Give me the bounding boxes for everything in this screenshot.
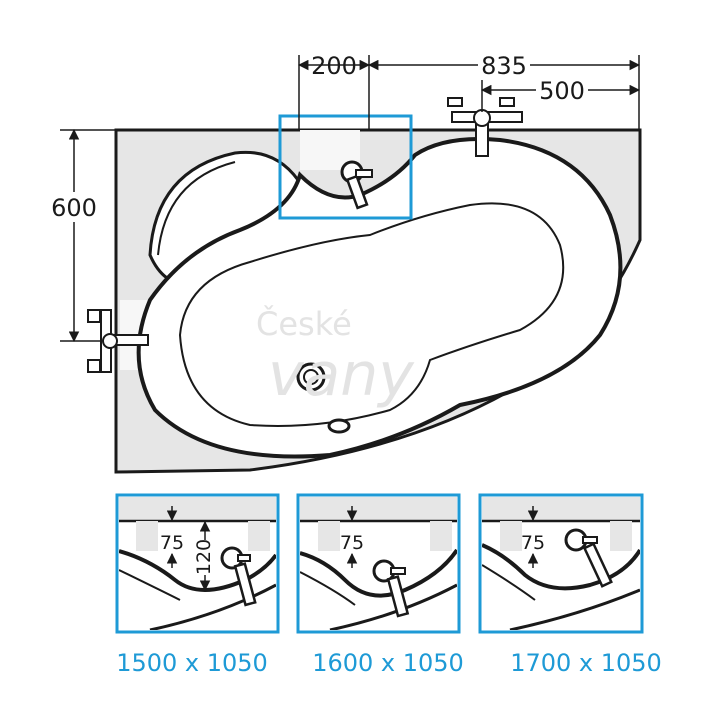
detail-1700-dim-a: 75 — [521, 532, 545, 554]
detail-1600-label: 1600 x 1050 — [312, 649, 464, 677]
faucet-icon — [340, 160, 373, 210]
detail-1600-dim-a: 75 — [340, 532, 364, 554]
dimensions: 200 835 500 600 — [46, 50, 641, 343]
detail-panel-1700: 75 1700 x 1050 — [478, 493, 662, 677]
overflow-icon — [327, 418, 351, 434]
detail-panel-1500: 75 120 1500 x 1050 — [115, 493, 280, 677]
dim-top-right: 500 — [539, 77, 585, 105]
detail-1500-dim-b: 120 — [193, 539, 215, 575]
faucet-highlight-box — [278, 114, 413, 220]
detail-panel-1600: 75 1600 x 1050 — [296, 493, 464, 677]
detail-1700-label: 1700 x 1050 — [510, 649, 662, 677]
dim-left-height: 600 — [51, 194, 97, 222]
svg-text:České: České — [256, 304, 352, 343]
dim-top-left: 200 — [311, 52, 357, 80]
detail-1500-dim-a: 75 — [160, 532, 184, 554]
bathtub-top-view — [87, 97, 642, 474]
detail-1500-label: 1500 x 1050 — [116, 649, 268, 677]
basin-outer — [136, 137, 623, 459]
dim-top-total: 835 — [481, 52, 527, 80]
watermark: České vany — [256, 304, 415, 410]
svg-text:vany: vany — [268, 340, 415, 410]
mixer-tap-left-icon — [87, 309, 149, 373]
basin-inner — [178, 202, 565, 427]
drain-icon — [296, 362, 326, 392]
